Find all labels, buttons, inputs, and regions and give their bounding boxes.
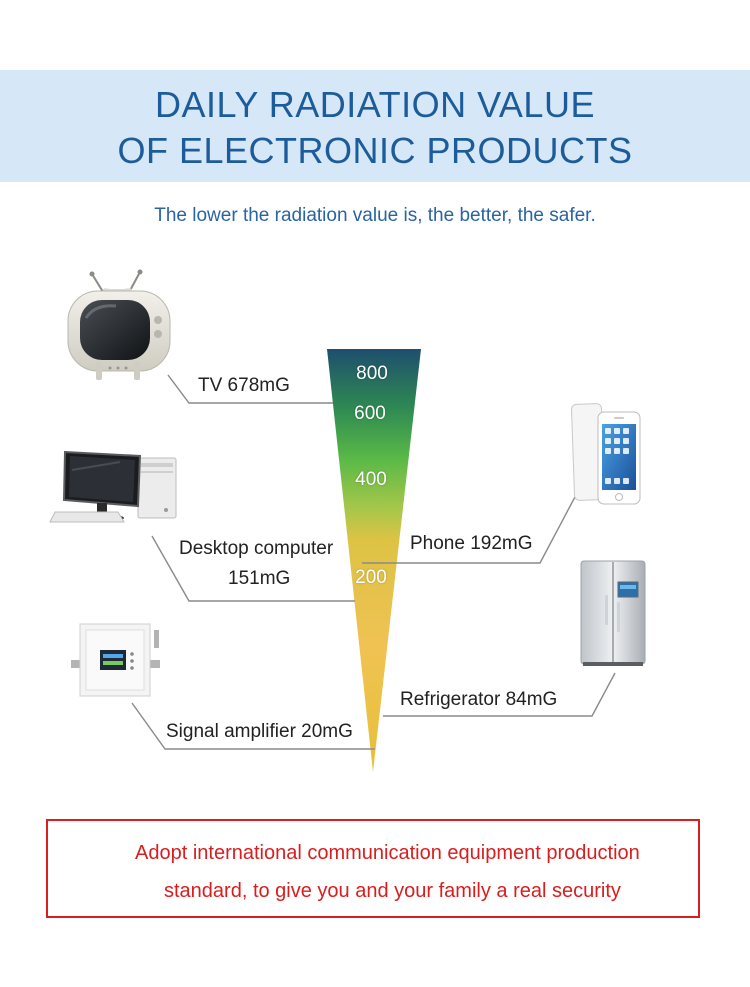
fridge-connector-line [383,672,616,717]
phone-icon [571,403,641,505]
page-title-line-2: OF ELECTRONIC PRODUCTS [117,130,633,171]
scale-tick-600: 600 [354,403,386,424]
radiation-scale-cone [327,349,421,772]
notice-line-1: Adopt international communication equipm… [135,842,640,864]
signal-connector-line [131,702,375,750]
notice-box [46,819,700,918]
notice-line-2: standard, to give you and your family a … [164,880,621,902]
desktop-connector-line [151,535,355,602]
scale-tick-800: 800 [356,363,388,384]
refrigerator-label: Refrigerator 84mG [400,689,558,710]
tv-label: TV 678mG [198,375,290,396]
desktop-computer-icon [49,450,177,523]
desktop-label-line-2: 151mG [228,568,291,589]
page-title-line-1: DAILY RADIATION VALUE [155,84,595,125]
scale-tick-200: 200 [355,567,387,588]
phone-label: Phone 192mG [410,533,533,554]
tv-connector-line [167,374,333,404]
signal-amplifier-icon [71,623,160,697]
phone-connector-line [362,494,577,564]
title-banner [0,70,750,182]
subtitle: The lower the radiation value is, the be… [154,205,596,226]
refrigerator-icon [580,560,646,666]
desktop-label-line-1: Desktop computer [179,538,334,559]
tv-icon [67,269,171,380]
scale-tick-400: 400 [355,469,387,490]
signal-amplifier-label: Signal amplifier 20mG [166,721,353,742]
